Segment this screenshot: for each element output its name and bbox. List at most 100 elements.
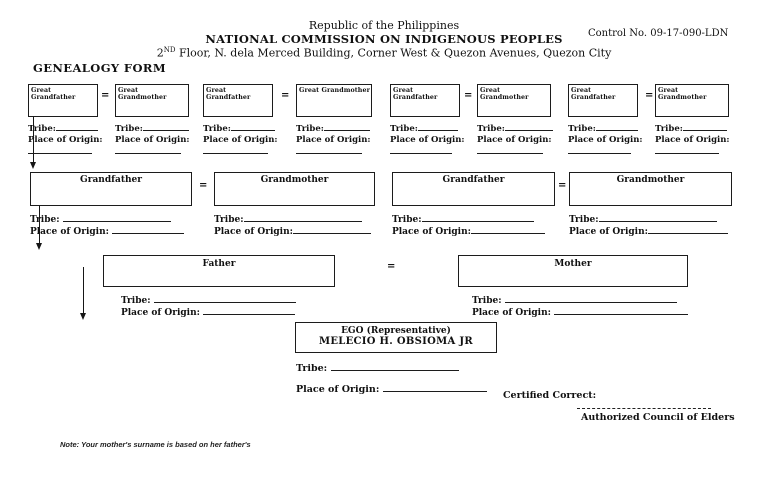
- ego-place-of-origin-row: Place of Origin:: [296, 384, 487, 395]
- descent-arrow-greatgrandparents-to-grandparents: [29, 95, 37, 169]
- tribe-blank-line: [417, 123, 458, 131]
- marriage-equals-sign: =: [645, 90, 654, 101]
- great-grandparent-unit-2: Great Grandmother Tribe: Place of Origin…: [115, 84, 197, 154]
- note-text: Note: Your mother's surname is based on …: [60, 440, 251, 449]
- grandparent-unit-3: Grandfather Tribe: Place of Origin:: [392, 172, 562, 238]
- tribe-label: Tribe:: [296, 124, 324, 134]
- place-of-origin-blank-line: [655, 153, 719, 154]
- marriage-equals-sign: =: [199, 180, 208, 191]
- ancestor-box: Grandmother: [214, 172, 375, 206]
- control-number: Control No. 09-17-090-LDN: [588, 28, 729, 39]
- grandparent-unit-4: Grandmother Tribe: Place of Origin:: [569, 172, 739, 238]
- tribe-blank-line: [504, 123, 553, 131]
- ancestor-box: Grandfather: [392, 172, 555, 206]
- marriage-equals-sign: =: [558, 180, 567, 191]
- tribe-label: Tribe:: [569, 215, 599, 225]
- tribe-label: Tribe:: [214, 215, 244, 225]
- tribe-blank-line: [421, 214, 534, 222]
- grandparent-unit-1: Grandfather Tribe: Place of Origin:: [30, 172, 200, 238]
- certified-correct-label: Certified Correct:: [503, 390, 597, 401]
- great-grandparent-unit-5: Great Grandfather Tribe: Place of Origin…: [390, 84, 472, 154]
- ego-title: EGO (Representative): [341, 326, 451, 336]
- place-of-origin-blank-line: [203, 307, 296, 315]
- marriage-equals-sign: =: [281, 90, 290, 101]
- tribe-label: Tribe:: [203, 124, 231, 134]
- tribe-label: Tribe:: [477, 124, 505, 134]
- ancestor-box: Great Grandfather: [203, 84, 273, 117]
- tribe-label: Tribe:: [392, 215, 422, 225]
- place-of-origin-label: Place of Origin:: [472, 308, 551, 318]
- address-text: Floor, N. dela Merced Building, Corner W…: [175, 47, 612, 61]
- ego-box: EGO (Representative) MELECIO H. OBSIOMA …: [295, 322, 497, 353]
- form-title: GENEALOGY FORM: [33, 61, 166, 75]
- place-of-origin-label: Place of Origin:: [121, 308, 200, 318]
- marriage-equals-sign: =: [101, 90, 110, 101]
- address-floor-number: 2: [156, 47, 164, 61]
- tribe-blank-line: [230, 123, 275, 131]
- ancestor-box: Great Grandmother: [115, 84, 189, 117]
- place-of-origin-blank-line: [203, 153, 268, 154]
- ego-name: MELECIO H. OBSIOMA JR: [318, 336, 473, 347]
- great-grandparent-unit-1: Great Grandfather Tribe: Place of Origin…: [28, 84, 110, 154]
- tribe-label: Tribe:: [28, 124, 56, 134]
- header-country-line: Republic of the Philippines: [308, 19, 460, 32]
- tribe-label: Tribe:: [115, 124, 143, 134]
- tribe-blank-line: [595, 123, 638, 131]
- parent-unit-mother: Mother Tribe: Place of Origin:: [458, 255, 698, 319]
- ancestor-box: Grandmother: [569, 172, 732, 206]
- grandparent-unit-2: Grandmother Tribe: Place of Origin:: [214, 172, 384, 238]
- tribe-blank-line: [330, 363, 459, 371]
- tribe-label: Tribe:: [121, 296, 151, 306]
- place-of-origin-label: Place of Origin:: [568, 135, 643, 145]
- place-of-origin-label: Place of Origin:: [296, 384, 380, 395]
- tribe-blank-line: [142, 123, 189, 131]
- tribe-blank-line: [243, 214, 362, 222]
- tribe-blank-line: [323, 123, 370, 131]
- ancestor-box: Great Grandmother: [655, 84, 729, 117]
- place-of-origin-blank-line: [28, 153, 92, 154]
- place-of-origin-blank-line: [470, 226, 545, 234]
- tribe-blank-line: [153, 295, 296, 303]
- tribe-label: Tribe:: [568, 124, 596, 134]
- place-of-origin-blank-line: [554, 307, 689, 315]
- great-grandparent-unit-7: Great Grandfather Tribe: Place of Origin…: [568, 84, 650, 154]
- header-commission-name: NATIONAL COMMISSION ON INDIGENOUS PEOPLE…: [205, 32, 563, 47]
- place-of-origin-blank-line: [382, 384, 487, 392]
- tribe-blank-line: [504, 295, 677, 303]
- address-ordinal-superscript: ND: [163, 46, 176, 55]
- place-of-origin-label: Place of Origin:: [477, 135, 552, 145]
- ancestor-box: Grandfather: [30, 172, 192, 206]
- signature-line: [577, 408, 711, 409]
- document-header: Republic of the Philippines NATIONAL COM…: [0, 19, 768, 60]
- place-of-origin-blank-line: [568, 153, 631, 154]
- tribe-blank-line: [682, 123, 727, 131]
- place-of-origin-blank-line: [296, 153, 362, 154]
- place-of-origin-label: Place of Origin:: [115, 135, 190, 145]
- place-of-origin-blank-line: [390, 153, 452, 154]
- great-grandparent-unit-6: Great Grandmother Tribe: Place of Origin…: [477, 84, 559, 154]
- place-of-origin-label: Place of Origin:: [392, 227, 471, 237]
- place-of-origin-label: Place of Origin:: [569, 227, 648, 237]
- marriage-equals-sign: =: [387, 261, 396, 272]
- place-of-origin-label: Place of Origin:: [30, 227, 109, 237]
- ancestor-box: Father: [103, 255, 335, 287]
- tribe-blank-line: [598, 214, 717, 222]
- place-of-origin-label: Place of Origin:: [296, 135, 371, 145]
- signatory-label: Authorized Council of Elders: [581, 412, 735, 423]
- place-of-origin-label: Place of Origin:: [28, 135, 103, 145]
- tribe-label: Tribe:: [390, 124, 418, 134]
- great-grandparent-unit-3: Great Grandfather Tribe: Place of Origin…: [203, 84, 285, 154]
- great-grandparent-unit-4: Great Grandmother Tribe: Place of Origin…: [296, 84, 378, 154]
- tribe-label: Tribe:: [30, 215, 60, 225]
- place-of-origin-label: Place of Origin:: [203, 135, 278, 145]
- place-of-origin-blank-line: [647, 226, 728, 234]
- marriage-equals-sign: =: [464, 90, 473, 101]
- place-of-origin-label: Place of Origin:: [214, 227, 293, 237]
- great-grandparent-unit-8: Great Grandmother Tribe: Place of Origin…: [655, 84, 737, 154]
- place-of-origin-blank-line: [292, 226, 371, 234]
- parent-unit-father: Father Tribe: Place of Origin:: [103, 255, 343, 319]
- tribe-blank-line: [62, 214, 171, 222]
- ancestor-box: Mother: [458, 255, 688, 287]
- tribe-blank-line: [55, 123, 98, 131]
